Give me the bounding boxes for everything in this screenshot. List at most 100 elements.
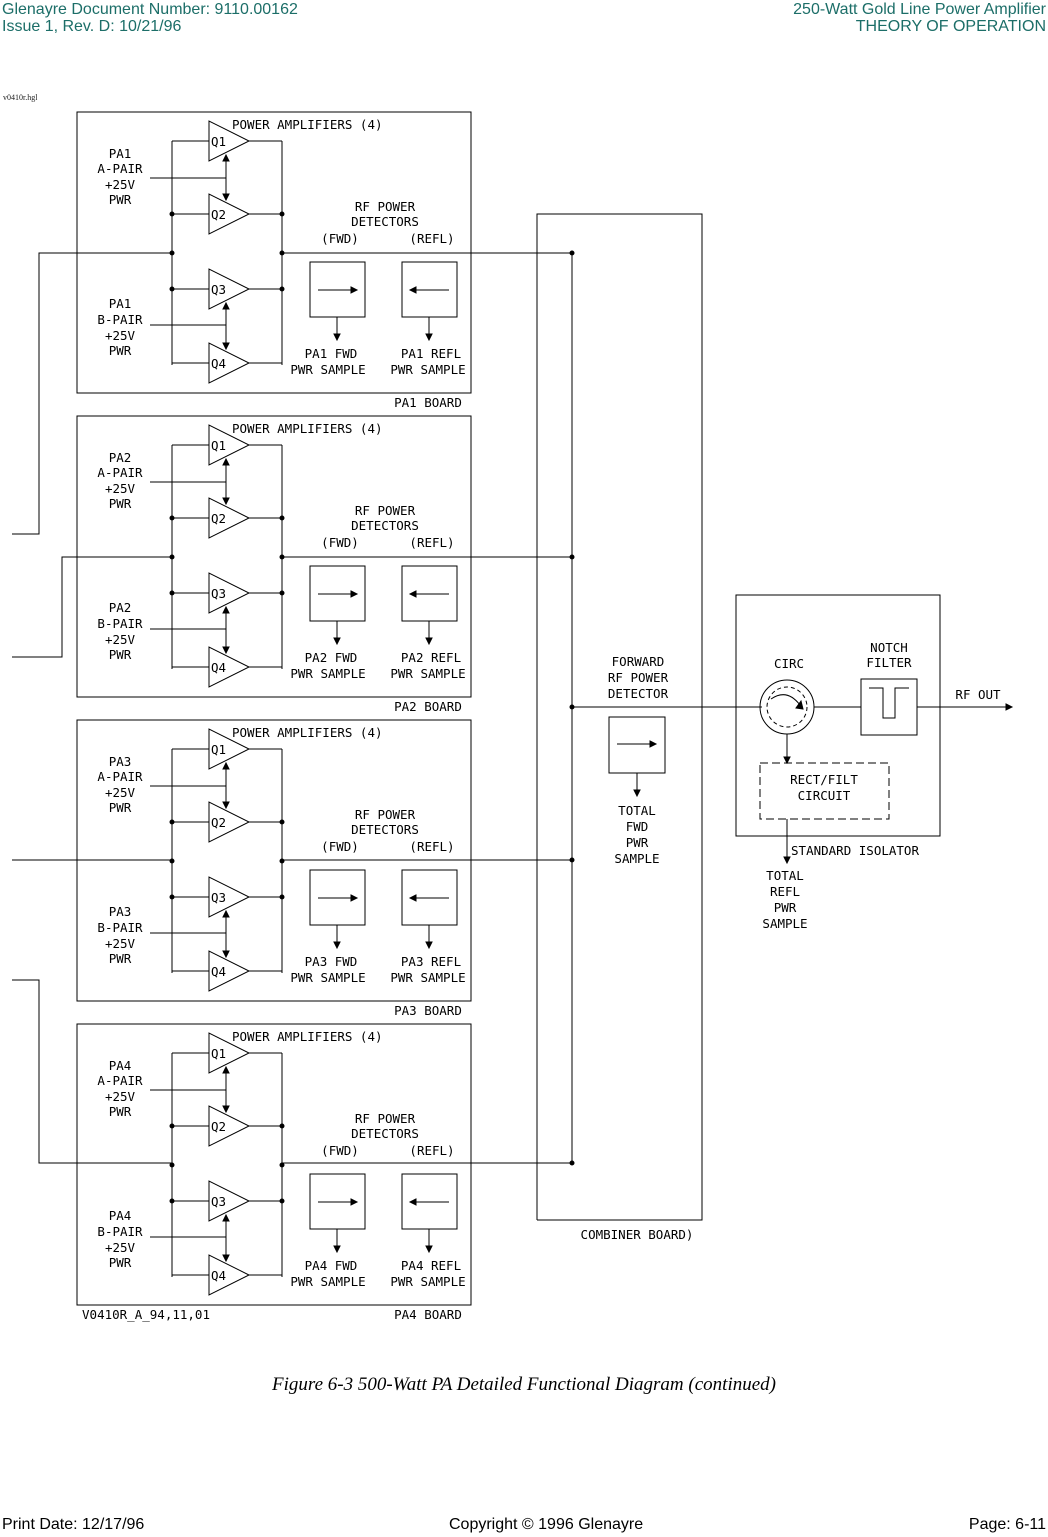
pa-name: PA3 (109, 904, 132, 919)
fwd-sample-label: PA3 FWD (305, 954, 358, 969)
amplifier-label: Q2 (211, 1119, 226, 1134)
arrow-head (222, 1105, 230, 1114)
arrow-head (222, 1254, 230, 1263)
a-pair-label: A-PAIR (97, 769, 143, 784)
arrow-head (222, 909, 230, 918)
arrow-head (222, 801, 230, 810)
power-amplifiers-label: POWER AMPLIFIERS (4) (232, 725, 383, 740)
page-number: Page: 6-11 (968, 1516, 1046, 1533)
print-date: Print Date: 12/17/96 (2, 1516, 145, 1533)
copyright: Copyright © 1996 Glenayre (449, 1516, 644, 1533)
total-fwd-sample-label: FWD (626, 819, 649, 834)
issue-revision: Issue 1, Rev. D: 10/21/96 (2, 18, 182, 35)
total-refl-sample-label: PWR (774, 900, 797, 915)
junction-dot (279, 1162, 285, 1168)
total-refl-sample-label: SAMPLE (762, 916, 807, 931)
arrow-head (333, 637, 341, 646)
arrow-head (222, 605, 230, 614)
b-pair-label: B-PAIR (97, 920, 143, 935)
amplifier-label: Q3 (211, 1194, 226, 1209)
refl-sample-label: PWR SAMPLE (390, 362, 465, 377)
voltage-label: +25V (105, 177, 136, 192)
pa-name: PA2 (109, 450, 132, 465)
arrow-head (425, 1245, 433, 1254)
isolator-outline (735, 594, 941, 837)
amplifier-label: Q2 (211, 207, 226, 222)
rf-power-label: RF POWER (355, 199, 416, 214)
board-label: PA3 BOARD (394, 1003, 462, 1018)
voltage-label: +25V (105, 328, 136, 343)
pwr-label: PWR (109, 1104, 132, 1119)
amplifier-label: Q3 (211, 890, 226, 905)
circulator-arrow (770, 694, 801, 706)
junction-dot (569, 250, 575, 256)
voltage-label: +25V (105, 936, 136, 951)
rect-filt-label: CIRCUIT (798, 788, 851, 803)
circulator-label: CIRC (774, 656, 804, 671)
arrow-head (649, 740, 658, 748)
amplifier-label: Q3 (211, 282, 226, 297)
pwr-label: PWR (109, 1255, 132, 1270)
forward-detector-label: DETECTOR (608, 686, 669, 701)
arrow-head (222, 497, 230, 506)
arrow-head (222, 342, 230, 351)
arrow-head (425, 333, 433, 342)
power-amplifiers-label: POWER AMPLIFIERS (4) (232, 117, 383, 132)
refl-sample-label: PA1 REFL (401, 346, 461, 361)
rf-power-label: RF POWER (355, 1111, 416, 1126)
total-fwd-sample-label: TOTAL (618, 803, 656, 818)
arrow-head (333, 1245, 341, 1254)
functional-diagram: POWER AMPLIFIERS (4)Q1Q2Q3Q4PA1A-PAIR+25… (12, 111, 1014, 1322)
figure-file-id: v0410r.hgl (3, 93, 38, 102)
junction-dot (169, 819, 175, 825)
total-fwd-sample-label: SAMPLE (614, 851, 659, 866)
amplifier-label: Q2 (211, 511, 226, 526)
total-fwd-detector-box (608, 716, 666, 774)
amplifier-label: Q2 (211, 815, 226, 830)
a-pair-label: A-PAIR (97, 161, 143, 176)
refl-sample-label: PA4 REFL (401, 1258, 461, 1273)
junction-dot (169, 894, 175, 900)
pwr-label: PWR (109, 800, 132, 815)
board-label: PA4 BOARD (394, 1307, 462, 1322)
detectors-label: DETECTORS (351, 214, 419, 229)
pwr-label: PWR (109, 951, 132, 966)
rf-out-label: RF OUT (955, 687, 1001, 702)
rf-power-label: RF POWER (355, 807, 416, 822)
amplifier-label: Q4 (211, 964, 226, 979)
junction-dot (279, 894, 285, 900)
pa2-input (12, 556, 172, 658)
voltage-label: +25V (105, 1089, 136, 1104)
arrow-head (222, 761, 230, 770)
pa-name: PA1 (109, 296, 132, 311)
rf-power-label: RF POWER (355, 503, 416, 518)
arrow-head (425, 941, 433, 950)
junction-dot (279, 211, 285, 217)
detectors-label: DETECTORS (351, 1126, 419, 1141)
fwd-sample-label: PWR SAMPLE (290, 666, 365, 681)
arrow-head (425, 637, 433, 646)
arrow-head (408, 1198, 417, 1206)
document-title: 250-Watt Gold Line Power Amplifier (793, 1, 1046, 18)
voltage-label: +25V (105, 632, 136, 647)
junction-dot (169, 1123, 175, 1129)
notch-filter-label: FILTER (866, 655, 912, 670)
amplifier-label: Q4 (211, 356, 226, 371)
total-refl-sample-label: REFL (770, 884, 800, 899)
pwr-label: PWR (109, 343, 132, 358)
combiner-board-outline (536, 213, 703, 1221)
arrow-head (333, 333, 341, 342)
arrow-head (1005, 703, 1014, 711)
notch-symbol (869, 687, 909, 719)
arrow-head (408, 894, 417, 902)
fwd-sample-label: PA1 FWD (305, 346, 358, 361)
fwd-sample-label: PWR SAMPLE (290, 362, 365, 377)
pa-name: PA2 (109, 600, 132, 615)
b-pair-label: B-PAIR (97, 312, 143, 327)
fwd-label: (FWD) (321, 839, 359, 854)
arrow-head (222, 1065, 230, 1074)
arrow-head (222, 301, 230, 310)
pwr-label: PWR (109, 496, 132, 511)
amplifier-label: Q1 (211, 438, 226, 453)
detectors-label: DETECTORS (351, 822, 419, 837)
